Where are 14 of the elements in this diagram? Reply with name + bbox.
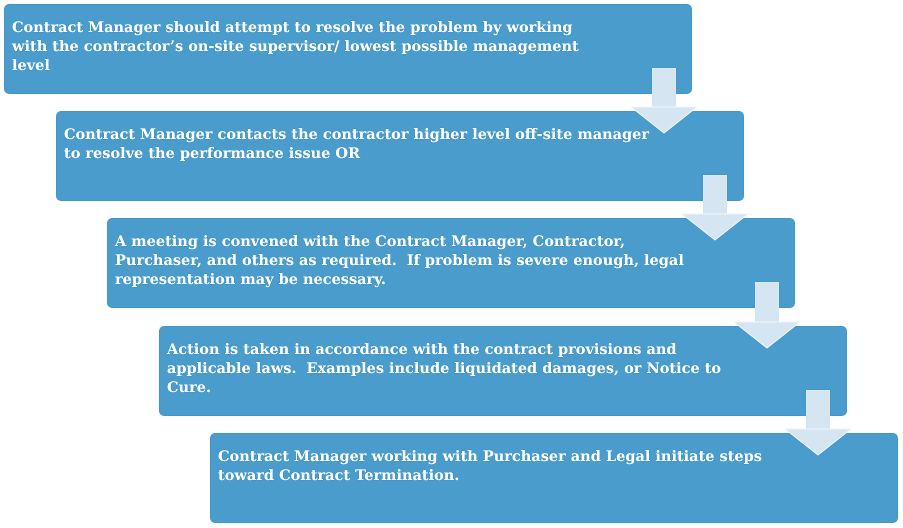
process-box: [210, 433, 898, 523]
block-arrow: [734, 282, 800, 348]
step-text: Contract Manager contacts the contractor higher level off-site manager to resolve the performance issue OR: [64, 125, 650, 163]
process-box: [107, 218, 795, 308]
process-box: [4, 4, 692, 94]
block-arrow: [784, 390, 852, 456]
step-text: A meeting is convened with the Contract Manager, Contractor, Purchaser, and others as required. If problem is severe enough, legal representation may be necessary.: [115, 232, 685, 289]
step-text: Contract Manager should attempt to resolve the problem by working with the contractor’s on-site supervisor/ lowest possible management level: [12, 18, 580, 75]
process-box: [56, 111, 744, 201]
step-text: Contract Manager working with Purchaser and Legal initiate steps toward Contract Termination.: [218, 447, 763, 485]
process-box: [159, 326, 847, 416]
block-arrow: [630, 68, 698, 134]
block-arrow: [682, 175, 748, 240]
step-text: Action is taken in accordance with the contract provisions and applicable laws. Examples include liquidated damages, or Notice to Cure.: [167, 340, 722, 397]
